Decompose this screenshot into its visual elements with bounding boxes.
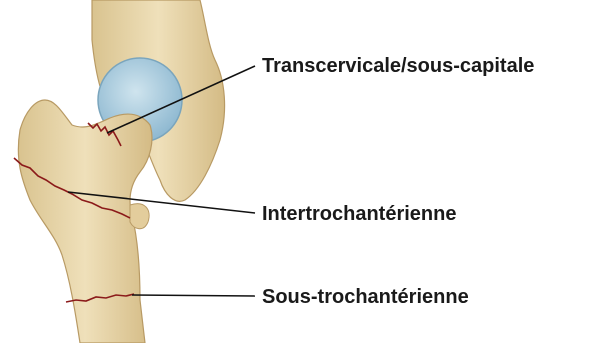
leader-line-subtrochanteric <box>132 295 255 296</box>
lesser-trochanter <box>130 204 149 229</box>
label-subtrochanteric: Sous-trochantérienne <box>262 287 469 307</box>
label-intertrochanteric: Intertrochantérienne <box>262 204 456 224</box>
label-transcervical: Transcervicale/sous-capitale <box>262 56 534 76</box>
